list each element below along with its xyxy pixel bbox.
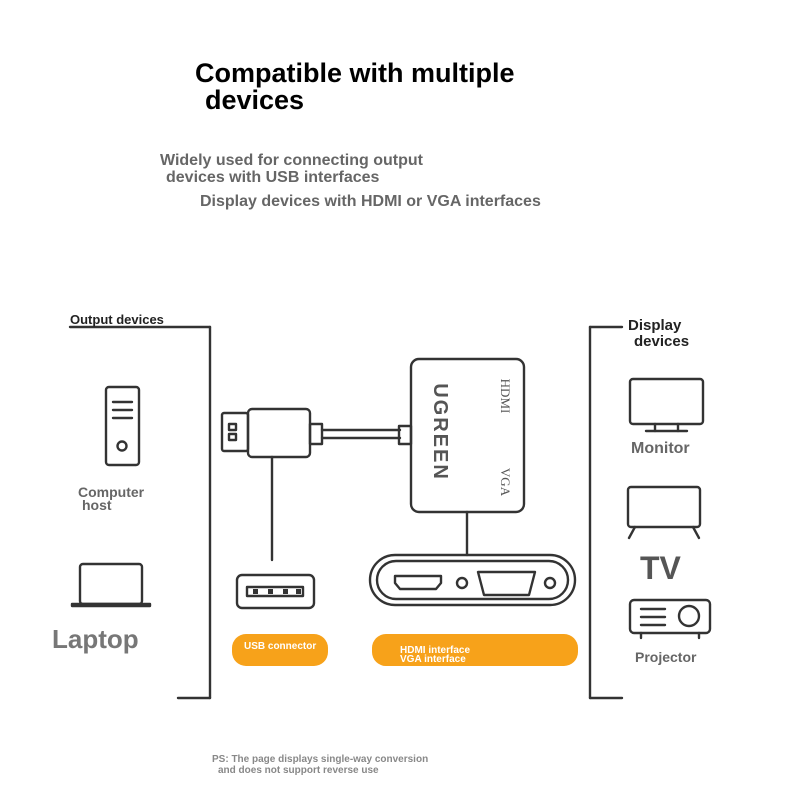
subtitle-display: Display devices with HDMI or VGA interfa… <box>200 193 541 210</box>
adapter-box <box>409 357 526 557</box>
display-devices-heading: Display devices <box>628 318 689 350</box>
footnote: PS: The page displays single-way convers… <box>212 754 428 776</box>
hdmi-vga-badge: HDMI interface VGA interface <box>372 634 578 666</box>
computer-label-line-2: host <box>82 497 112 513</box>
projector-icon <box>628 598 712 640</box>
monitor-label: Monitor <box>631 440 690 457</box>
subtitle-line-2: devices with USB interfaces <box>166 169 380 186</box>
output-devices-heading: Output devices <box>70 312 164 327</box>
adapter-hdmi-label: HDMI <box>498 379 513 414</box>
footnote-line-1: PS: The page displays single-way convers… <box>212 754 429 765</box>
display-bracket <box>588 325 624 700</box>
computer-host-label: Computer host <box>78 484 145 513</box>
usb-connector-text: USB connector <box>244 641 317 652</box>
monitor-icon <box>628 377 705 433</box>
usb-pins <box>253 589 301 594</box>
hdmi-interface-text: HDMI interface <box>400 645 471 656</box>
projector-label: Projector <box>635 649 697 665</box>
display-heading-line-1: Display <box>628 317 682 334</box>
computer-label-line-1: Computer <box>78 484 145 500</box>
adapter-brand-label: UGREEN <box>429 383 451 481</box>
laptop-icon <box>70 562 152 608</box>
page-title: Compatible with multiple devices <box>195 60 615 114</box>
output-bracket <box>68 325 212 700</box>
adapter-vga-label: VGA <box>498 468 513 497</box>
display-heading-line-2: devices <box>634 333 690 350</box>
footnote-line-2: and does not support reverse use <box>218 765 379 776</box>
subtitle-line-1: Widely used for connecting output <box>160 152 423 169</box>
title-line-2: devices <box>205 85 305 115</box>
computer-tower-icon <box>104 385 141 467</box>
usb-plug-icon <box>220 407 413 562</box>
usb-port-icon <box>235 573 316 610</box>
usb-connector-badge: USB connector <box>232 634 328 666</box>
tv-icon <box>626 485 702 540</box>
title-line-1: Compatible with multiple <box>195 58 515 88</box>
port-block-icon <box>368 553 577 607</box>
subtitle-usb: Widely used for connecting output device… <box>160 152 423 186</box>
laptop-label: Laptop <box>52 624 139 654</box>
tv-label: TV <box>640 550 681 586</box>
vga-interface-text: VGA interface <box>400 654 466 665</box>
